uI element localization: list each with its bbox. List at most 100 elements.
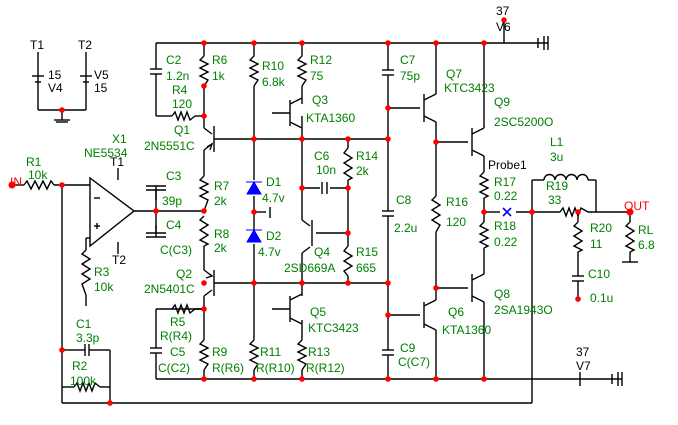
label-r16-name: R16 xyxy=(446,195,468,209)
label-r17-value: 0.22 xyxy=(494,189,518,203)
capacitor-c6[interactable] xyxy=(321,182,328,194)
label-q9-value: 2SC5200O xyxy=(494,115,553,129)
transistor-q8[interactable] xyxy=(471,273,485,303)
resistor-r10[interactable] xyxy=(248,55,260,87)
net-in: IN xyxy=(10,175,22,189)
label-q4-name: Q4 xyxy=(314,245,330,259)
resistor-r6[interactable] xyxy=(198,55,210,87)
label-r10-value: 6.8k xyxy=(262,75,286,89)
battery-v5[interactable] xyxy=(80,75,92,83)
label-r16-value: 120 xyxy=(446,215,466,229)
resistor-r4[interactable] xyxy=(171,110,196,122)
resistor-r7[interactable] xyxy=(198,175,210,212)
capacitor-c4[interactable] xyxy=(146,190,166,238)
probe-marker xyxy=(502,207,512,217)
resistor-r16[interactable] xyxy=(430,195,442,233)
resistor-r9[interactable] xyxy=(198,339,210,371)
transistor-q5[interactable] xyxy=(272,293,303,325)
label-q3-name: Q3 xyxy=(312,93,328,107)
label-c10-name: C10 xyxy=(588,267,610,281)
transistor-q9[interactable] xyxy=(471,127,485,157)
resistor-r1[interactable] xyxy=(23,179,55,191)
capacitor-c1[interactable] xyxy=(74,344,100,356)
label-r18-value: 0.22 xyxy=(494,235,518,249)
resistor-bodies xyxy=(23,55,636,393)
label-r15-value: 665 xyxy=(356,261,376,275)
label-c7-value: 75p xyxy=(400,69,420,83)
label-c7-name: C7 xyxy=(400,53,416,67)
label-x1-name: X1 xyxy=(112,132,127,146)
capacitor-c10[interactable] xyxy=(572,272,584,286)
resistor-r14[interactable] xyxy=(342,147,354,181)
zener-d2[interactable] xyxy=(246,229,262,243)
label-c5-name: C5 xyxy=(170,345,186,359)
resistor-r19[interactable] xyxy=(559,206,589,218)
opamp-x1[interactable] xyxy=(89,176,136,248)
label-v5-value: 15 xyxy=(94,81,108,95)
transistor-q6[interactable] xyxy=(423,299,437,331)
label-r18-name: R18 xyxy=(494,219,516,233)
label-r4-value: 120 xyxy=(172,97,192,111)
transistor-q1[interactable] xyxy=(206,126,215,152)
resistor-r15[interactable] xyxy=(342,245,354,277)
label-q3-value: KTA1360 xyxy=(306,111,355,125)
resistor-r20[interactable] xyxy=(572,221,584,253)
label-r9-value: R(R6) xyxy=(212,361,244,375)
label-d1-value: 4.7v xyxy=(262,191,285,205)
capacitor-c5[interactable] xyxy=(150,340,162,362)
inductor-l1[interactable] xyxy=(543,173,589,181)
transistor-q7[interactable] xyxy=(423,93,437,123)
label-c6-value: 10n xyxy=(316,163,336,177)
resistor-r11[interactable] xyxy=(248,339,260,371)
net-t2-op: T2 xyxy=(112,253,126,267)
label-d2-name: D2 xyxy=(266,229,282,243)
label-r17-name: R17 xyxy=(494,175,516,189)
label-d1-name: D1 xyxy=(266,175,282,189)
label-q2-value: 2N5401C xyxy=(144,282,195,296)
net-t1-top: T1 xyxy=(30,38,44,52)
label-q8-name: Q8 xyxy=(494,287,510,301)
label-r6-name: R6 xyxy=(212,53,228,67)
resistor-r18[interactable] xyxy=(478,221,490,249)
battery-v6[interactable] xyxy=(537,36,545,50)
label-q5-name: Q5 xyxy=(310,305,326,319)
resistor-r5[interactable] xyxy=(171,303,204,315)
label-l1-value: 3u xyxy=(550,150,563,164)
label-r1-value: 10k xyxy=(28,168,48,182)
capacitor-bodies xyxy=(74,58,584,366)
resistor-r8[interactable] xyxy=(198,215,210,247)
label-r3-name: R3 xyxy=(94,265,110,279)
label-r2-value: 100k xyxy=(70,374,97,388)
label-r8-name: R8 xyxy=(214,227,230,241)
diodes xyxy=(246,181,262,243)
resistor-r12[interactable] xyxy=(296,55,308,87)
label-r9-name: R9 xyxy=(212,345,228,359)
capacitor-c9[interactable] xyxy=(382,340,394,366)
label-r11-name: R11 xyxy=(260,345,281,359)
resistor-r3[interactable] xyxy=(80,249,92,296)
label-c1-value: 3.3p xyxy=(76,331,100,345)
resistor-rl[interactable] xyxy=(624,221,636,253)
net-t1-op: T1 xyxy=(110,155,124,169)
resistor-r13[interactable] xyxy=(296,339,308,371)
label-r5-name: R5 xyxy=(170,315,186,329)
label-r11-value: R(R10) xyxy=(256,361,295,375)
net-labels: IN OUT T1 T2 T1 T2 Probe1 37 V6 37 V7 xyxy=(10,4,650,373)
label-r8-value: 2k xyxy=(214,241,228,255)
capacitor-c7[interactable] xyxy=(382,60,394,86)
transistor-q2[interactable] xyxy=(205,270,215,296)
label-r12-name: R12 xyxy=(310,53,332,67)
net-v6-val: 37 xyxy=(496,4,510,18)
capacitor-c2[interactable] xyxy=(150,58,162,86)
battery-v7[interactable] xyxy=(611,372,619,386)
label-r19-name: R19 xyxy=(546,179,568,193)
battery-v4[interactable] xyxy=(32,75,44,83)
zener-d1[interactable] xyxy=(246,181,262,195)
transistor-q3[interactable] xyxy=(272,97,303,129)
resistor-r17[interactable] xyxy=(478,171,490,199)
resistor-r2[interactable] xyxy=(73,381,101,393)
label-v5-name: V5 xyxy=(94,68,109,82)
label-r5-value: R(R4) xyxy=(160,329,192,343)
capacitor-c8[interactable] xyxy=(382,201,394,226)
